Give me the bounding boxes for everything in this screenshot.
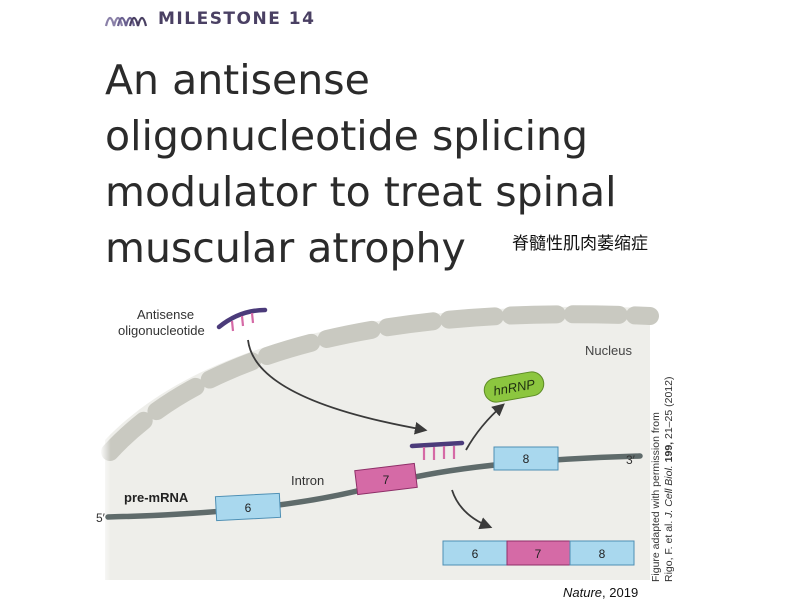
credit-volume: 199, xyxy=(663,441,675,463)
credit-journal: J. Cell Biol. xyxy=(663,465,675,518)
milestone-header: MILESTONE 14 xyxy=(104,6,315,32)
left-fade xyxy=(100,300,160,580)
nature-logo-icon xyxy=(104,16,148,27)
hnrnp-label: hnRNP xyxy=(492,376,536,398)
five-prime-label: 5′ xyxy=(96,511,106,525)
figure-credit: Figure adapted with permission from Rigo… xyxy=(650,282,676,582)
pre-mrna-label: pre-mRNA xyxy=(124,490,189,505)
aso-label: Antisense xyxy=(137,307,194,322)
exon-6: 6 xyxy=(214,492,282,522)
source-year: , 2019 xyxy=(602,585,639,600)
figure-credit-line: Figure adapted with permission from xyxy=(650,412,662,582)
exon-6-label: 6 xyxy=(245,501,252,515)
nucleus-label: Nucleus xyxy=(585,343,632,358)
page-title: An antisense oligonucleotide splicing mo… xyxy=(105,52,705,276)
spliced-mrna-product: 6 7 8 xyxy=(442,540,635,566)
release-arrow xyxy=(465,403,505,451)
intron-label: Intron xyxy=(291,473,324,488)
title-line: modulator to treat spinal xyxy=(105,168,617,216)
exon-8: 8 xyxy=(493,446,559,471)
three-prime-label: 3′ xyxy=(626,453,636,467)
credit-pages: 21–25 (2012) xyxy=(663,376,675,442)
binding-arrow xyxy=(247,339,428,435)
product-exon-7-label: 7 xyxy=(535,547,542,561)
exon-8-label: 8 xyxy=(523,452,530,466)
source-journal: Nature xyxy=(563,585,603,600)
chinese-disease-name: 脊髓性肌肉萎缩症 xyxy=(512,234,648,254)
title-line: oligonucleotide splicing xyxy=(105,112,589,160)
figure-credit-line: Rigo, F. et al. J. Cell Biol. 199, 21–25… xyxy=(663,282,676,582)
product-exon-6-label: 6 xyxy=(472,547,479,561)
hnrnp-protein: hnRNP xyxy=(483,371,545,403)
aso-label: oligonucleotide xyxy=(118,323,205,338)
product-exon-8-label: 8 xyxy=(599,547,606,561)
splicing-arrow xyxy=(451,489,493,530)
source-citation: Nature, 2019 xyxy=(563,585,638,600)
milestone-label: MILESTONE 14 xyxy=(158,9,316,29)
title-line: muscular atrophy xyxy=(105,224,466,272)
antisense-oligonucleotide-icon xyxy=(216,307,268,332)
title-line: An antisense xyxy=(105,56,370,104)
bound-aso-icon xyxy=(409,440,465,460)
splicing-diagram: Antisense oligonucleotide Nucleus hnRNP … xyxy=(96,300,659,580)
nucleus-region xyxy=(105,306,650,580)
exon-7: 7 xyxy=(354,462,418,496)
exon-7-label: 7 xyxy=(383,473,390,487)
credit-authors: Rigo, F. et al. xyxy=(663,517,675,582)
